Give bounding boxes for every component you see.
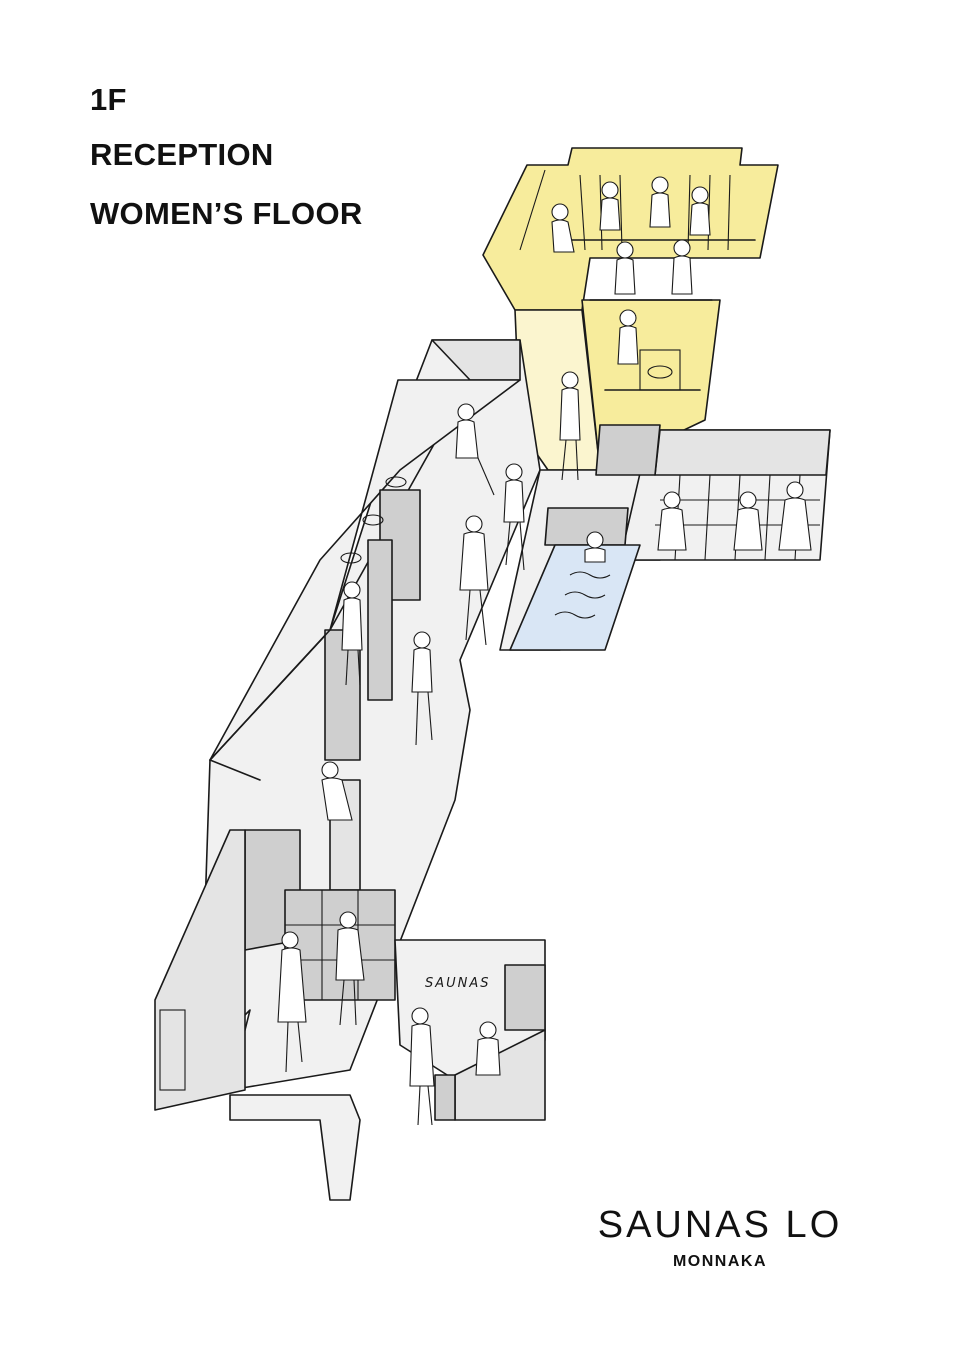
figure-seated-bench	[455, 403, 495, 496]
shower-wall	[209, 339, 521, 781]
figures	[277, 176, 812, 1126]
brand-logo-name: SAUNAS LO	[597, 1204, 843, 1246]
figure-standing-sauna-door	[559, 371, 581, 481]
figure-walking-1	[503, 463, 525, 571]
figure-sauna-1	[599, 181, 621, 231]
figure-reception-guest	[409, 1007, 435, 1126]
floor-level-heading: 1F	[90, 82, 127, 117]
figure-sauna-6	[671, 239, 693, 295]
figure-sauna-2	[649, 176, 671, 228]
figure-showering	[341, 581, 363, 686]
figure-walking-2	[411, 631, 433, 746]
figure-sauna-4	[551, 203, 575, 253]
figure-customer-1	[277, 931, 307, 1073]
figure-sauna-3	[689, 186, 711, 236]
womens-floor-heading: WOMEN’S FLOOR	[90, 196, 363, 231]
locker-area	[154, 779, 396, 1201]
figure-sauna-7	[617, 309, 639, 365]
reception-heading: RECEPTION	[90, 137, 274, 172]
figure-seated-bath-1	[657, 491, 687, 551]
brand-logo-subtitle: MONNAKA	[672, 1253, 768, 1270]
saunas-sign: SAUNAS	[425, 976, 491, 991]
figure-seated-bath-3	[778, 481, 812, 551]
figure-receptionist	[475, 1021, 501, 1076]
figure-walking-towel	[459, 515, 489, 646]
figure-customer-2	[335, 911, 365, 1026]
figure-sauna-5	[614, 241, 636, 295]
figure-in-pool	[584, 531, 606, 563]
figure-seated-bath-2	[733, 491, 763, 551]
figure-changing	[321, 761, 353, 821]
